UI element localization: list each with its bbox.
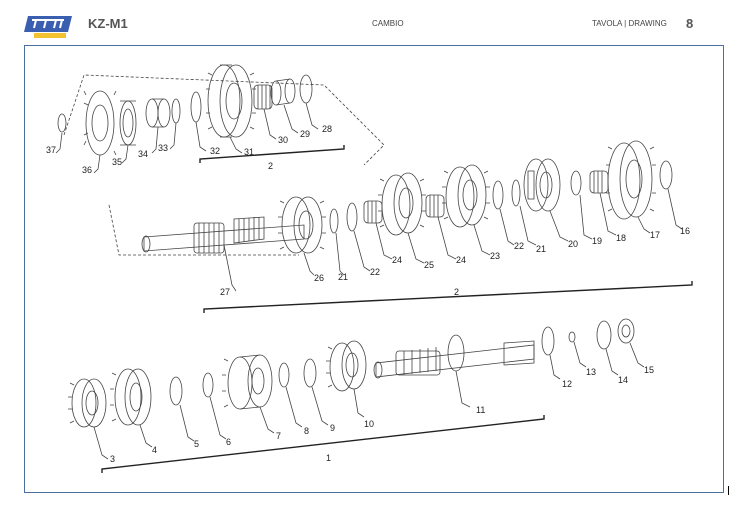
label-35: 35 — [112, 157, 122, 167]
label-group-bottom: 1 — [326, 453, 331, 463]
part-9-washer — [303, 358, 317, 388]
part-6-circlip — [202, 372, 214, 398]
drawing-label: TAVOLA | DRAWING — [592, 19, 667, 28]
label-21b: 21 — [536, 244, 546, 254]
bottom-group-bracket — [101, 415, 545, 473]
label-36: 36 — [82, 165, 92, 175]
label-22a: 22 — [370, 267, 380, 277]
label-11: 11 — [476, 405, 485, 415]
page-number: 8 — [686, 16, 694, 31]
part-20-shift-gear — [523, 158, 561, 212]
label-8: 8 — [304, 426, 309, 436]
part-22-washer-a — [346, 202, 358, 232]
part-12-washer — [541, 326, 555, 356]
label-24a: 24 — [392, 255, 402, 265]
label-20: 20 — [568, 239, 578, 249]
page-header: KZ-M1 CAMBIO TAVOLA | DRAWING 8 — [0, 0, 742, 44]
label-10: 10 — [364, 419, 374, 429]
label-23: 23 — [490, 251, 500, 261]
label-6: 6 — [226, 437, 231, 447]
part-28-washer — [299, 74, 313, 104]
part-7-gear — [222, 354, 273, 410]
part-21-circlip-a — [329, 208, 339, 234]
part-26-gear — [278, 196, 326, 254]
part-32-washer — [190, 91, 202, 123]
label-32: 32 — [210, 146, 220, 156]
label-37: 37 — [46, 145, 56, 155]
part-5-washer — [169, 376, 183, 406]
part-24-needle-bearing-b — [425, 194, 445, 218]
label-9: 9 — [330, 423, 335, 433]
part-8-circlip — [278, 362, 290, 388]
part-36-sprocket — [83, 90, 117, 156]
label-7: 7 — [276, 431, 281, 441]
model-title: KZ-M1 — [88, 16, 128, 31]
label-3: 3 — [110, 454, 115, 464]
label-30: 30 — [278, 135, 288, 145]
label-group-middle: 2 — [454, 287, 459, 297]
part-24-needle-bearing-a — [363, 200, 383, 224]
middle-group-bracket — [203, 281, 693, 313]
part-labels: 37 36 35 34 33 32 31 30 29 28 2 27 26 21… — [46, 124, 690, 464]
label-28: 28 — [322, 124, 332, 134]
part-33-washer — [171, 98, 181, 124]
label-14: 14 — [618, 375, 628, 385]
label-group-top: 2 — [268, 161, 273, 171]
part-21-circlip-b — [511, 179, 521, 207]
label-17: 17 — [650, 230, 660, 240]
label-4: 4 — [152, 445, 157, 455]
part-22-washer-b — [492, 180, 504, 210]
part-27-shaft — [141, 216, 305, 254]
label-21a: 21 — [338, 272, 348, 282]
cursor-mark — [728, 486, 729, 495]
part-16-washer — [659, 160, 673, 190]
label-12: 12 — [562, 379, 572, 389]
label-19: 19 — [592, 236, 602, 246]
part-19-washer — [570, 170, 582, 196]
drawing-frame — [24, 45, 724, 493]
part-30-needle-bearing — [253, 84, 273, 110]
label-31: 31 — [244, 147, 254, 157]
part-15-nut — [617, 318, 635, 344]
label-5: 5 — [194, 439, 199, 449]
label-15: 15 — [644, 365, 654, 375]
section-title: CAMBIO — [372, 19, 404, 28]
part-13-key — [568, 331, 576, 343]
gearbox-exploded-diagram: 37 36 35 34 33 32 31 30 29 28 2 27 26 21… — [46, 64, 693, 473]
part-25-gear — [378, 172, 426, 236]
label-29: 29 — [300, 129, 310, 139]
part-34-bushing — [145, 98, 171, 128]
part-14-washer — [596, 320, 612, 350]
part-23-gear — [442, 164, 490, 228]
label-18: 18 — [616, 233, 626, 243]
label-34: 34 — [138, 149, 148, 159]
label-27: 27 — [220, 287, 230, 297]
label-16: 16 — [680, 226, 690, 236]
tm-racing-logo-icon — [24, 16, 72, 38]
part-4-gear — [110, 368, 152, 426]
label-24b: 24 — [456, 255, 466, 265]
part-10-gear — [326, 340, 367, 392]
label-33: 33 — [158, 143, 168, 153]
part-29-bushing — [270, 78, 296, 106]
label-13: 13 — [586, 367, 596, 377]
part-35-bearing — [119, 100, 137, 146]
label-25: 25 — [424, 260, 434, 270]
part-3-gear — [68, 378, 107, 428]
part-18-needle-bearing — [589, 170, 609, 194]
part-37-circlip — [57, 113, 67, 133]
part-31-gear — [206, 64, 256, 138]
label-22b: 22 — [514, 241, 524, 251]
middle-group-dashed-outline — [108, 204, 299, 256]
top-group-bracket — [199, 145, 345, 163]
label-26: 26 — [314, 273, 324, 283]
part-11-main-shaft — [373, 334, 535, 379]
top-group-dashed-outline — [63, 74, 385, 166]
part-17-gear — [606, 140, 656, 220]
